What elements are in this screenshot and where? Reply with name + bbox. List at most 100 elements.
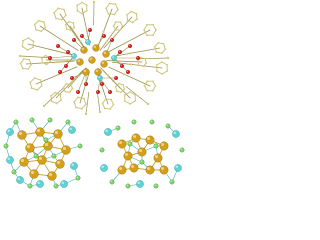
top-metal-atom-3-highlight [77, 59, 80, 63]
top-metal-atom-9 [111, 55, 117, 61]
bl-halide-atom-11-highlight [34, 154, 36, 156]
oxygen-atom-3-sphere [109, 38, 114, 43]
phenyl-ring-4-carbon-4 [37, 19, 40, 22]
br-gold-atom-9-sphere [117, 165, 127, 175]
phenyl-ring-8 [19, 58, 33, 70]
ligand-tail-carbon-6 [92, 0, 96, 4]
phenyl-ring-7-carbon-1 [160, 52, 163, 55]
bl-gold-atom-5-sphere [61, 145, 71, 155]
phenyl-ring-20 [62, 82, 74, 94]
ligand-bond-inner-9 [111, 61, 132, 65]
phenyl-ring-17-carbon-1 [119, 28, 122, 31]
phenyl-ring-0-carbon-5 [63, 8, 65, 11]
br-halide-atom-2 [149, 119, 155, 125]
br-halide-atom-9 [169, 179, 175, 185]
bl-gold-atom-3-sphere [25, 143, 35, 153]
oxygen-atom-20-sphere [48, 56, 53, 61]
oxygen-atom-17-sphere [95, 89, 100, 94]
ligand-tail-bond-0 [96, 90, 101, 113]
br-cyan-atom-1 [172, 130, 180, 138]
phenyl-ring-21-carbon-0 [123, 88, 126, 91]
bl-cyan-atom-1-sphere [68, 126, 76, 134]
bl-halide-atom-6-highlight [12, 170, 14, 172]
ligand-carbon-3 [113, 35, 116, 38]
top-metal-atom-10-highlight [86, 40, 88, 42]
phenyl-ring-6-carbon-5 [32, 40, 35, 43]
bl-cyan-atom-6 [60, 180, 68, 188]
bl-halide-atom-1-highlight [30, 118, 32, 121]
top-metal-atom-7 [94, 68, 102, 76]
oxygen-atom-5-sphere [117, 50, 122, 55]
oxygen-atom-14-highlight [58, 70, 60, 73]
bl-cyan-atom-0 [6, 128, 14, 136]
phenyl-ring-18-carbon-3 [40, 57, 43, 60]
phenyl-ring-10-carbon-4 [33, 77, 36, 80]
phenyl-ring-5-carbon-2 [146, 34, 148, 37]
phenyl-ring-16-carbon-5 [72, 22, 75, 24]
phenyl-ring-11-carbon-3 [143, 85, 146, 87]
top-metal-atom-11-highlight [98, 76, 100, 78]
br-halide-atom-7-highlight [126, 184, 128, 186]
ligand-bond-outer-14 [100, 83, 109, 105]
bl-halide-atom-7 [27, 183, 33, 189]
phenyl-ring-15-carbon-5 [134, 93, 137, 96]
bl-cyan-atom-6-sphere [60, 180, 68, 188]
oxygen-atom-14 [58, 69, 63, 74]
phenyl-ring-17-carbon-3 [112, 25, 115, 27]
br-halide-atom-0 [115, 125, 121, 131]
oxygen-atom-20 [48, 56, 53, 61]
phenyl-ring-14 [101, 98, 115, 110]
phenyl-ring-14-carbon-3 [101, 102, 104, 105]
bl-cyan-atom-1 [68, 126, 76, 134]
oxygen-atom-6-highlight [64, 64, 67, 67]
crystal-structure-figure [0, 0, 186, 189]
oxygen-atom-21 [135, 56, 140, 61]
bl-halide-atom-1 [29, 117, 35, 123]
ligand-bond-inner-4 [63, 40, 79, 51]
top-metal-atom-0-sphere [80, 46, 88, 54]
phenyl-ring-12-carbon-0 [60, 99, 62, 102]
ligand-bond-inner-17 [99, 40, 108, 51]
br-halide-atom-1 [131, 119, 137, 125]
ligand-bond-inner-10 [61, 66, 78, 74]
phenyl-ring-14-carbon-5 [110, 98, 113, 101]
bl-halide-atom-6 [11, 169, 17, 175]
ligand-bond-inner-19 [106, 60, 121, 62]
br-halide-atom-0-sphere [115, 125, 121, 131]
bl-halide-atom-8-sphere [53, 183, 59, 189]
phenyl-ring-14-carbon-1 [109, 108, 112, 110]
phenyl-ring-7-carbon-5 [162, 42, 165, 45]
phenyl-ring-1-carbon-0 [85, 9, 88, 12]
ligand-bond-outer-13 [79, 83, 87, 104]
bl-cyan-atom-2 [6, 156, 14, 164]
br-gold-atom-10-highlight [161, 167, 164, 170]
metal-oxygen-bond-20 [49, 55, 75, 59]
br-gold-atom-6 [153, 153, 163, 163]
oxygen-atom-19 [107, 89, 112, 94]
top-metal-atom-8-highlight [72, 54, 74, 56]
phenyl-ring-13-carbon-3 [73, 100, 76, 103]
br-gold-atom-6-sphere [153, 153, 163, 163]
phenyl-ring-9-carbon-5 [166, 63, 169, 66]
br-halide-atom-5-highlight [180, 148, 182, 150]
phenyl-ring-6-carbon-0 [32, 46, 34, 49]
phenyl-ring-6 [21, 37, 35, 51]
top-metal-atom-10-sphere [85, 39, 91, 45]
bl-cyan-atom-5 [16, 176, 24, 184]
phenyl-ring-10-carbon-0 [40, 84, 43, 87]
phenyl-ring-1-carbon-4 [80, 1, 83, 4]
br-halide-atom-8 [153, 183, 159, 189]
bl-gold-atom-8-highlight [56, 160, 60, 165]
br-gold-atom-0-highlight [119, 141, 122, 144]
br-halide-atom-5 [179, 147, 185, 153]
bl-gold-atom-1-highlight [36, 128, 40, 133]
oxygen-atom-2-sphere [101, 34, 106, 39]
ligand-carbon-9 [129, 63, 133, 66]
br-halide-atom-11-highlight [128, 142, 130, 144]
bl-cyan-atom-1-highlight [69, 127, 72, 130]
phenyl-ring-7-carbon-3 [153, 46, 156, 48]
phenyl-ring-9 [155, 61, 169, 75]
ligand-tail-carbon-3 [146, 102, 150, 106]
bl-gold-atom-4-highlight [44, 142, 48, 147]
phenyl-ring-16-carbon-1 [70, 29, 72, 32]
